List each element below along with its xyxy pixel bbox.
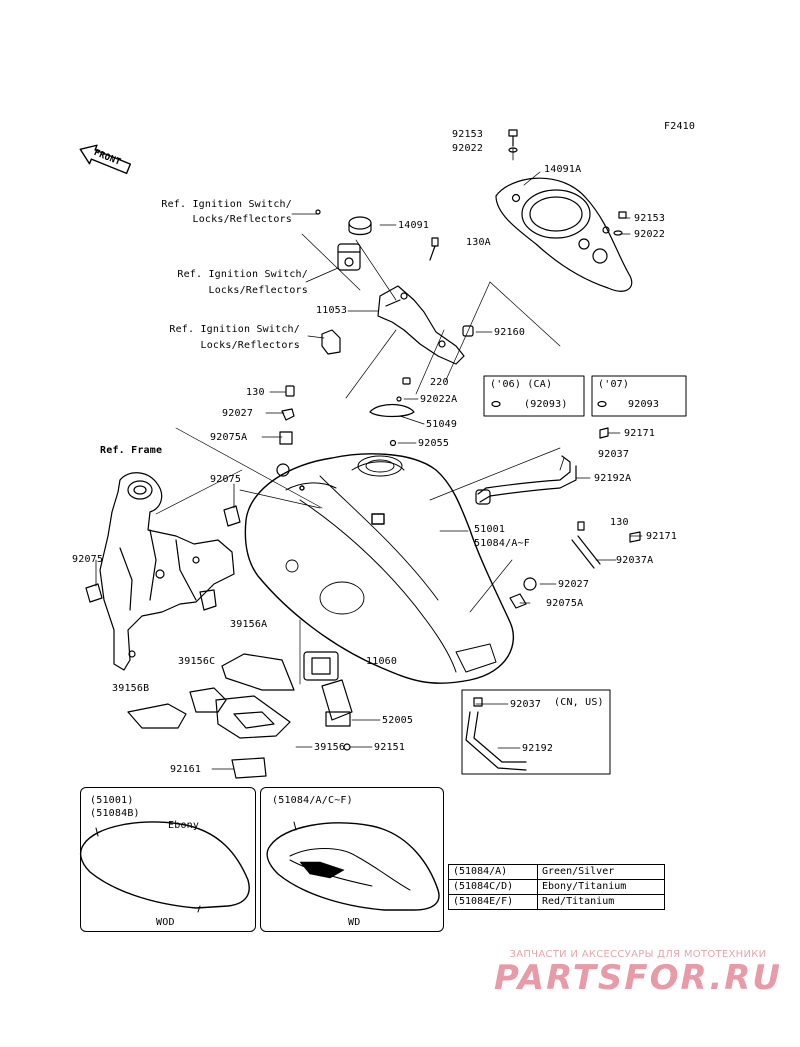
part-92161: 92161 [170,764,202,775]
ref-ignition-1b: Locks/Reflectors [192,214,292,225]
tank-pads [127,653,295,779]
part-92075A-left: 92075A [210,432,248,443]
part-51084AF: 51084/A~F [474,538,530,549]
ignition-switch [315,209,439,355]
ref-ignition-2a: Ref. Ignition Switch/ [177,269,308,280]
figure-code: F2410 [664,121,696,132]
table-cell-code: (51084C/D) [448,879,538,895]
part-130-right: 130 [610,517,629,528]
part-92151: 92151 [374,742,406,753]
part-14091: 14091 [398,220,430,231]
part-130A: 130A [466,237,491,248]
table-cell-code: (51084E/F) [448,894,538,910]
part-92075-a: 92075 [210,474,242,485]
watermark-logo: PARTSFOR.RU [493,958,783,998]
ref-ignition-1a: Ref. Ignition Switch/ [161,199,292,210]
ref-ignition-3b: Locks/Reflectors [200,340,300,351]
part-92171-top: 92171 [624,428,656,439]
part-92153-right: 92153 [634,213,666,224]
ref-frame: Ref. Frame [100,445,163,456]
part-11060: 11060 [366,656,398,667]
tank-bracket [377,285,474,365]
leader-lines [95,147,643,770]
part-92037A: 92037A [616,555,654,566]
panel-left-caption: WOD [156,917,175,928]
part-92171-right: 92171 [646,531,678,542]
part-92055: 92055 [418,438,450,449]
frame-reference-lines [155,233,561,685]
part-92160: 92160 [494,327,526,338]
y07-box-title: ('07) [598,379,630,390]
part-39156: 39156 [314,742,346,753]
part-51001: 51001 [474,524,506,535]
part-39156C: 39156C [178,656,216,667]
table-cell-color: Green/Silver [537,864,665,880]
frame [85,472,241,671]
cn-us-note: (CN, US) [554,697,604,708]
part-51049: 51049 [426,419,458,430]
fuel-pump [303,651,353,751]
part-92022A: 92022A [420,394,458,405]
part-92075A-right: 92075A [546,598,584,609]
part-220: 220 [430,377,449,388]
ref-ignition-2b: Locks/Reflectors [208,285,308,296]
table-cell-color: Red/Titanium [537,894,665,910]
part-92075-b: 92075 [72,554,104,565]
variant-panel-left [80,787,256,932]
y07-box-part: 92093 [628,399,660,410]
part-92153-top: 92153 [452,129,484,140]
panel-left-line2: (51084B) [90,808,140,819]
color-variant-table: (51084/A) Green/Silver (51084C/D) Ebony/… [448,864,665,910]
panel-right-caption: WD [348,917,361,928]
table-row: (51084E/F) Red/Titanium [448,894,665,910]
bolts-top [508,129,627,236]
ref-ignition-3a: Ref. Ignition Switch/ [169,324,300,335]
part-92027-left: 92027 [222,408,254,419]
part-52005: 52005 [382,715,414,726]
variant-tank-right [266,821,440,911]
table-row: (51084C/D) Ebony/Titanium [448,879,665,895]
ca-box-title: ('06) (CA) [490,379,553,390]
part-92192: 92192 [522,743,554,754]
part-11053: 11053 [316,305,348,316]
fuel-tank [244,453,515,684]
part-92037-top: 92037 [598,449,630,460]
variant-panel-right [260,787,444,932]
watermark-tagline: ЗАПЧАСТИ И АКСЕССУАРЫ ДЛЯ МОТОТЕХНИКИ [509,949,767,960]
part-14091A: 14091A [544,164,582,175]
part-130-left: 130 [246,387,265,398]
part-39156B: 39156B [112,683,150,694]
table-row: (51084/A) Green/Silver [448,864,665,880]
panel-left-color: Ebony [168,820,200,831]
fuel-cap-parts [276,377,415,477]
part-92022-top: 92022 [452,143,484,154]
part-92037-cn: 92037 [510,699,542,710]
part-39156A: 39156A [230,619,268,630]
part-92022-right: 92022 [634,229,666,240]
table-cell-color: Ebony/Titanium [537,879,665,895]
meter-cover [495,177,633,292]
variant-tank-left [79,821,250,913]
panel-left-line1: (51001) [90,795,134,806]
table-cell-code: (51084/A) [448,864,538,880]
part-92027-right: 92027 [558,579,590,590]
front-arrow-icon [79,144,132,175]
part-92192A: 92192A [594,473,632,484]
panel-right-line1: (51084/A/C~F) [272,795,353,806]
ca-box-part: (92093) [524,399,568,410]
hoses [465,427,641,771]
